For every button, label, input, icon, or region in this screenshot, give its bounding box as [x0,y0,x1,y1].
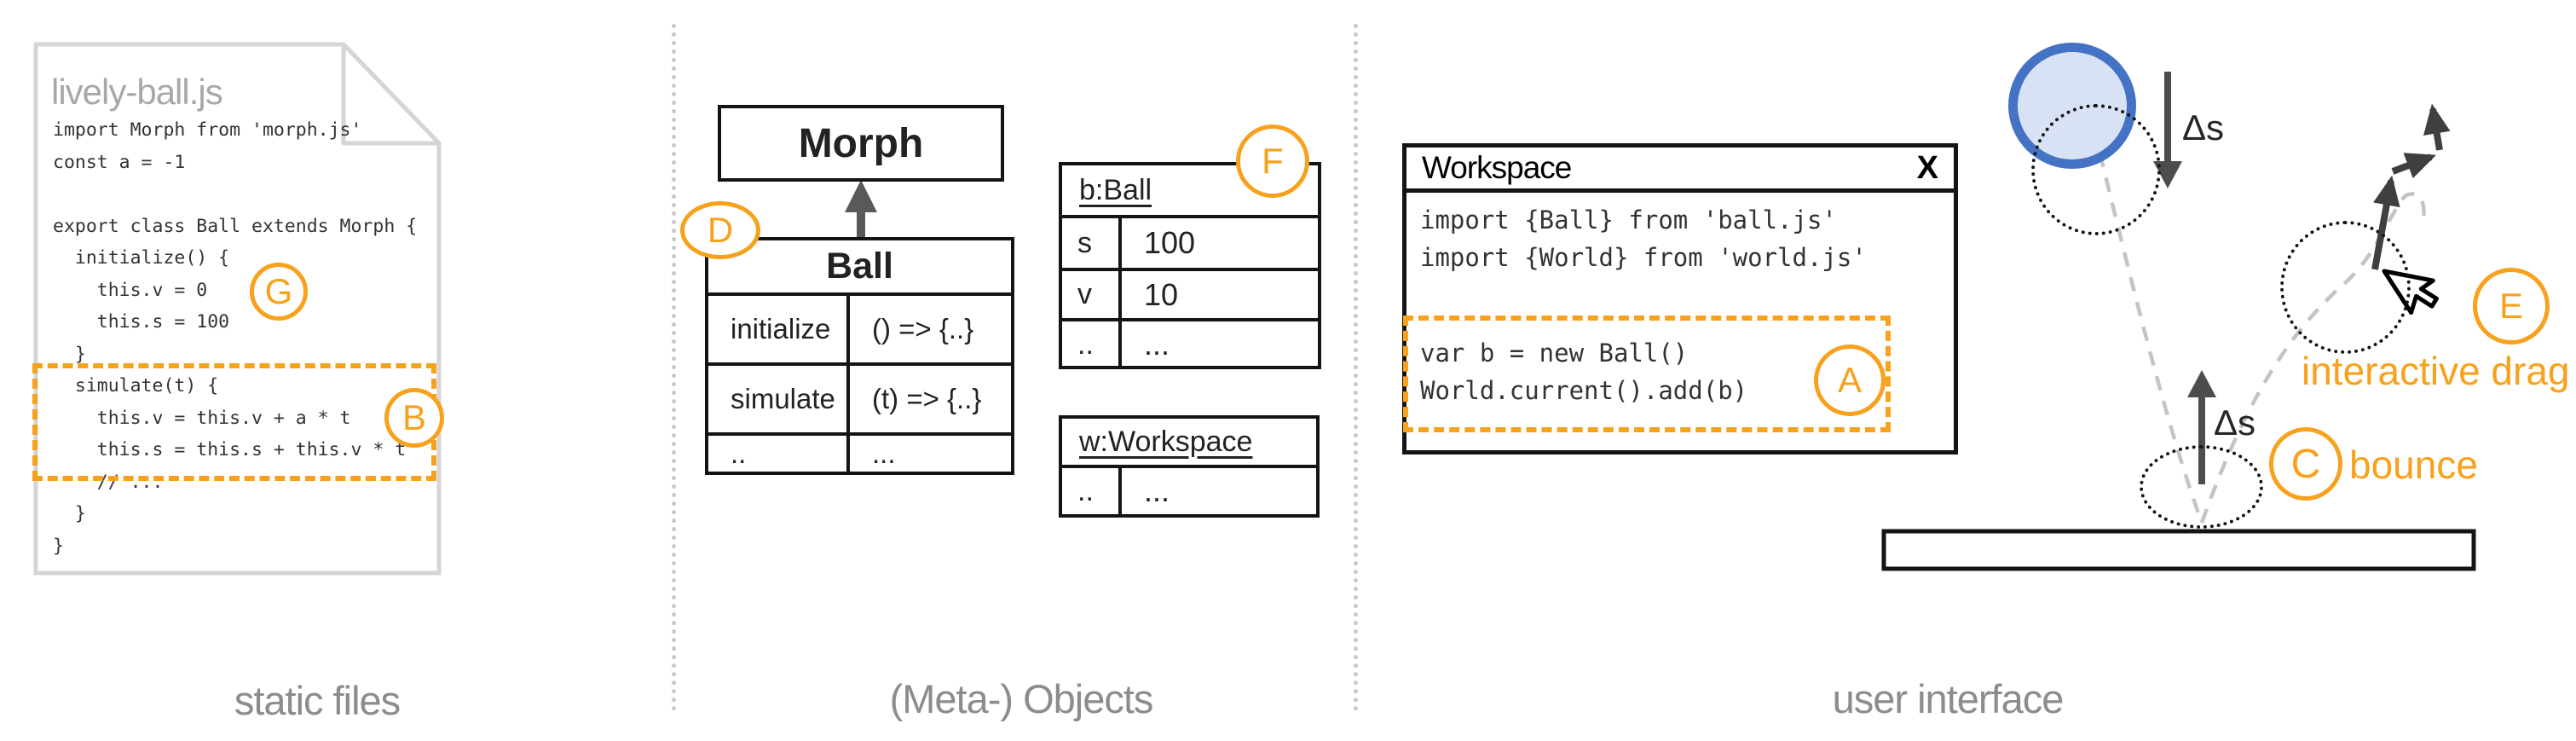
ball-ghost-position-top [2031,104,2161,235]
workspace-object-title: w:Workspace [1079,425,1253,458]
inheritance-arrow-icon [845,180,877,237]
morph-class-box: Morph [718,105,1004,182]
table-row: v 10 [1062,268,1318,318]
annotation-badge-f: F [1236,124,1309,198]
ball-class-table: Ball initialize () => {..} simulate (t) … [705,237,1014,475]
instance-title: b:Ball [1079,173,1152,206]
annotation-badge-b: B [384,388,444,448]
annotation-badge-e: E [2473,268,2550,344]
ball-ghost-position-drag [2280,221,2411,354]
section-divider-left [672,24,676,711]
annotation-letter: A [1837,360,1862,400]
workspace-imports-code[interactable]: import {Ball} from 'ball.js' import {Wor… [1420,206,1867,272]
annotation-badge-a: A [1814,344,1886,416]
workspace-title: Workspace [1422,150,1572,185]
table-row: .. ... [708,432,1011,472]
workspace-titlebar[interactable]: Workspace X [1406,148,1954,193]
annotation-badge-g: G [250,263,308,321]
workspace-snippet-code[interactable]: var b = new Ball() World.current().add(b… [1420,339,1748,405]
annotation-letter: B [401,397,426,437]
annotation-badge-c: C [2269,427,2342,501]
annotation-letter: F [1262,141,1284,181]
highlight-box-snippet [1403,316,1891,432]
section-label-meta-objects: (Meta-) Objects [889,676,1154,721]
annotation-letter: G [264,271,293,311]
delta-s-down-label: Δs [2182,107,2225,148]
interactive-drag-label: interactive drag [2302,349,2570,393]
table-row: simulate (t) => {..} [708,362,1011,432]
file-source-code: import Morph from 'morph.js' const a = -… [53,119,418,557]
highlight-box-simulate [32,363,436,481]
section-divider-right [1354,24,1358,711]
annotation-badge-d: D [680,201,760,259]
ground-platform [1881,529,2476,571]
workspace-object-table: w:Workspace .. ... [1059,415,1320,518]
ball-ghost-position-bounce [2140,445,2263,529]
delta-s-up-label: Δs [2214,402,2256,443]
ball-class-title: Ball [826,246,893,287]
table-row: initialize () => {..} [708,292,1011,362]
section-label-user-interface: user interface [1832,676,2065,721]
bounce-label: bounce [2349,443,2478,487]
annotation-letter: E [2498,286,2523,326]
table-row: .. ... [1062,465,1316,514]
section-label-static-files: static files [234,678,401,723]
annotation-letter: C [2290,441,2321,487]
table-row: .. ... [1062,318,1318,368]
table-row: s 100 [1062,215,1318,268]
morph-class-name: Morph [798,120,924,166]
close-button[interactable]: X [1916,150,1938,186]
file-name: lively-ball.js [51,72,223,112]
annotation-letter: D [707,210,734,250]
